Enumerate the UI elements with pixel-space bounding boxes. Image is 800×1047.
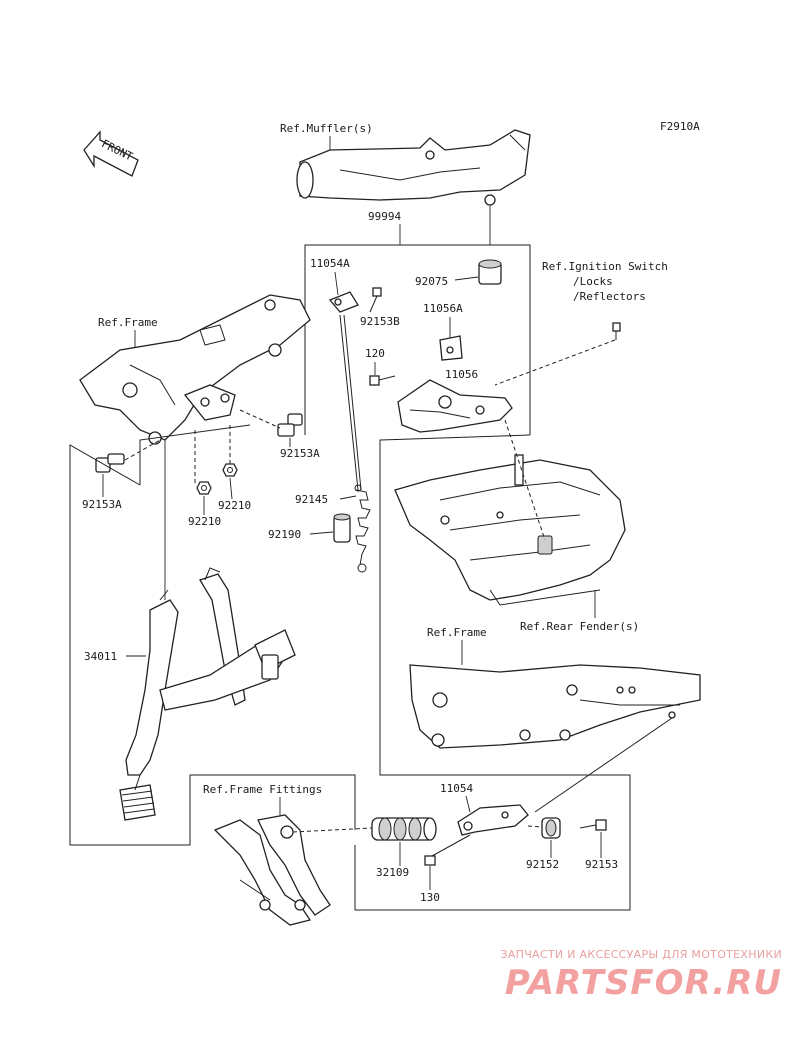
ref-frame-right-label: Ref.Frame [427,626,487,639]
ref-frame-left-label: Ref.Frame [98,316,158,329]
right-frame-icon [409,664,701,749]
part-92210-a-icon [196,481,212,495]
part-120-label: 120 [365,347,385,360]
part-92153B-icon [369,287,382,313]
part-11054A-label: 11054A [310,257,350,270]
ref-frame-fittings-label: Ref.Frame Fittings [203,783,322,796]
rear-fender-icon [394,454,626,606]
watermark-brand: PARTSFOR.RU [504,963,782,1003]
part-92152-label: 92152 [526,858,559,871]
part-34011-stand-icon [119,567,296,821]
part-92190-icon [333,513,351,543]
part-11054A-icon [328,291,359,313]
left-frame-icon [79,294,311,445]
part-92153B-label: 92153B [360,315,400,328]
part-92153A-right-icon [277,413,303,437]
figure-code: F2910A [660,120,700,133]
muffler-bracket-icon [296,129,531,206]
part-92190-label: 92190 [268,528,301,541]
part-32109-icon [371,817,437,841]
part-120-icon [369,375,396,386]
part-130-icon [424,834,471,866]
part-11056A-label: 11056A [423,302,463,315]
part-92145-label: 92145 [295,493,328,506]
part-92153-icon [579,819,607,831]
part-92153A-left-label: 92153A [82,498,122,511]
ref-ignition-line2: /Locks [573,275,613,288]
part-92145-spring-icon [339,314,371,573]
part-92075-icon [478,259,502,285]
part-92153A-right-label: 92153A [280,447,320,460]
part-34011-label: 34011 [84,650,117,663]
front-arrow-icon: FRONT [83,130,139,177]
part-92075-label: 92075 [415,275,448,288]
part-130-label: 130 [420,891,440,904]
part-92152-icon [541,817,561,839]
part-92153A-left-icon [95,453,125,473]
part-92153-label: 92153 [585,858,618,871]
ref-ignition-line1: Ref.Ignition Switch [542,260,668,273]
part-11056-icon [397,379,513,433]
part-92210-b-icon [222,463,238,477]
part-11054-label: 11054 [440,782,473,795]
ref-muffler-label: Ref.Muffler(s) [280,122,373,135]
frame-fittings-icon [213,814,331,926]
part-11054-icon [457,804,529,836]
watermark: ЗАПЧАСТИ И АКСЕССУАРЫ ДЛЯ МОТОТЕХНИКИ PA… [500,948,782,1003]
ref-ignition-line3: /Reflectors [573,290,646,303]
ignition-bolt-icon [612,322,621,340]
part-11056-label: 11056 [445,368,478,381]
part-92210-b-label: 92210 [188,515,221,528]
part-92210-a-label: 92210 [218,499,251,512]
part-32109-label: 32109 [376,866,409,879]
ref-rear-fender-label: Ref.Rear Fender(s) [520,620,639,633]
part-99994-label: 99994 [368,210,401,223]
watermark-tagline: ЗАПЧАСТИ И АКСЕССУАРЫ ДЛЯ МОТОТЕХНИКИ [500,948,782,961]
part-11056A-icon [439,335,463,361]
